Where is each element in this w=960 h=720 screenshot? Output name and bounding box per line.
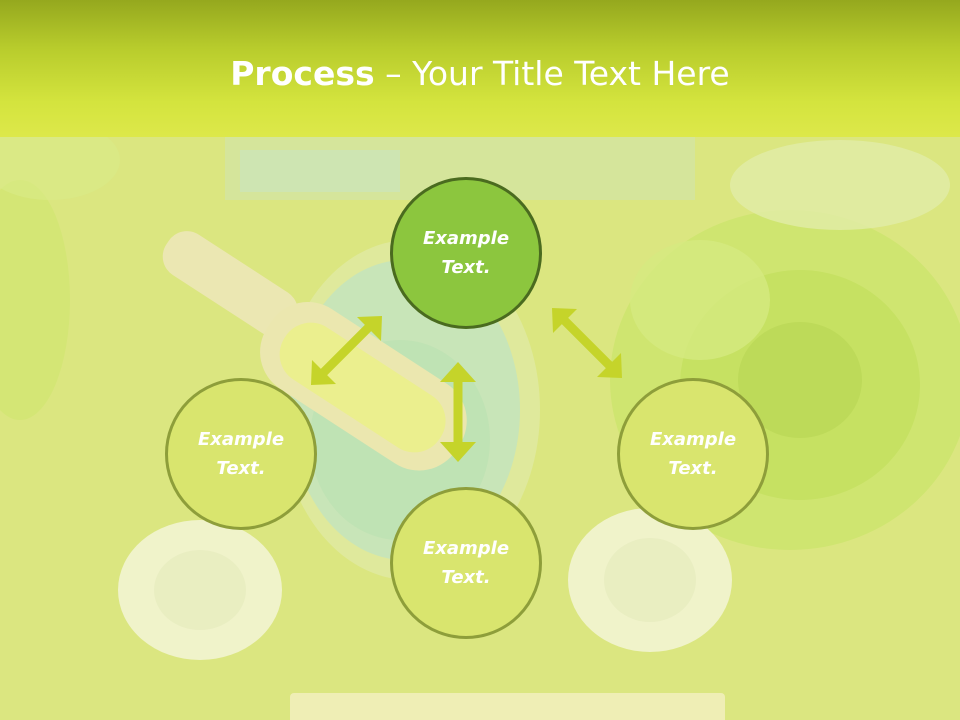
arrow-top-left-line [318,322,374,378]
arrow-vertical-head-down-icon [440,442,476,462]
node-label-line2: Text. [441,257,491,278]
node-label-line1: Example [422,228,510,249]
process-node-left[interactable]: Example Text. [165,378,317,530]
title-separator: – [374,54,413,93]
title-bar [0,0,960,137]
arrow-top-right-head-down-icon [597,353,622,378]
node-label-line1: Example [197,429,285,450]
node-label-line1: Example [649,429,737,450]
title-bold: Process [230,54,375,93]
arrow-top-left-head-down-icon [311,360,336,385]
process-node-right[interactable]: Example Text. [617,378,769,530]
node-label-line2: Text. [668,458,718,479]
node-label-line2: Text. [216,458,266,479]
node-label-line2: Text. [441,567,491,588]
node-label-line1: Example [422,538,510,559]
arrow-vertical-head-up-icon [440,362,476,382]
arrow-top-right-head-up-icon [552,308,577,333]
arrow-top-left-head-up-icon [357,316,382,341]
slide-title: Process – Your Title Text Here [0,52,960,96]
title-rest: Your Title Text Here [412,54,730,93]
process-node-bottom[interactable]: Example Text. [390,487,542,639]
arrow-top-right-line [560,316,614,370]
process-node-top[interactable]: Example Text. [390,177,542,329]
